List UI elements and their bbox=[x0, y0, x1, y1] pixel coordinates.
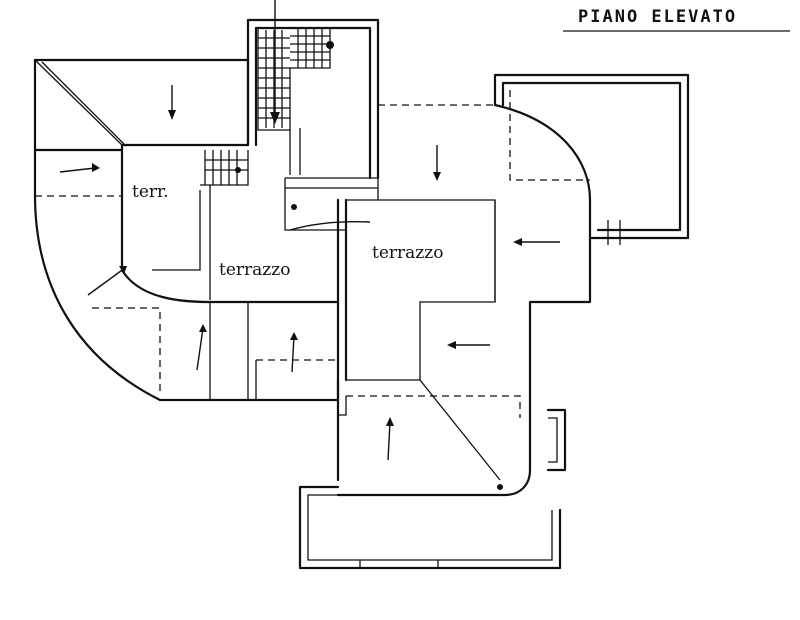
room-label-terrazzo-center: terrazzo bbox=[372, 243, 443, 263]
right-wing bbox=[378, 73, 690, 412]
stair-tower bbox=[246, 0, 380, 180]
room-label-terrazzo-left: terrazzo bbox=[219, 260, 290, 280]
left-wing bbox=[33, 58, 340, 402]
direction-arrows bbox=[59, 85, 560, 461]
plan-title: PIANO ELEVATO bbox=[578, 7, 737, 27]
room-label-terr: terr. bbox=[132, 182, 169, 202]
central-block bbox=[284, 105, 496, 402]
lower-block bbox=[298, 378, 567, 570]
